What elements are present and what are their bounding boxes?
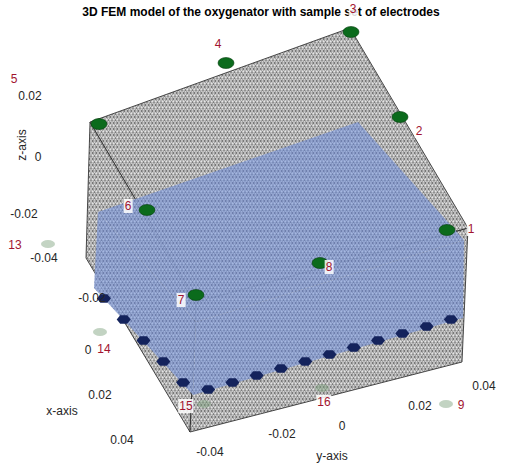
tick-label: 0.02: [18, 89, 41, 103]
electrodes: [91, 27, 455, 301]
fibre-end: [225, 378, 239, 386]
callout-number: 3: [349, 2, 358, 16]
fibre-end: [298, 357, 312, 365]
tick-label: -0.02: [268, 427, 295, 441]
callout-number: 1: [467, 222, 476, 236]
tick-label: -0.04: [30, 251, 57, 265]
tick-label: -0.02: [78, 291, 105, 305]
fibre-end: [420, 322, 434, 330]
callout-number: 2: [415, 124, 424, 138]
fibre-end: [250, 371, 264, 379]
chart-title: 3D FEM model of the oxygenator with samp…: [82, 5, 439, 19]
callout-number: 4: [214, 37, 223, 51]
tick-label: 0.02: [408, 399, 431, 413]
fibre-end: [201, 385, 215, 393]
callout-number: 9: [457, 398, 466, 412]
tick-label: 0: [339, 419, 346, 433]
callout-number: 8: [325, 260, 334, 274]
callout-number: 13: [7, 238, 22, 252]
tick-label: -0.02: [10, 207, 37, 221]
axis-title: x-axis: [46, 404, 77, 418]
tick-label: 0: [35, 150, 42, 164]
axis-title: z-axis: [15, 129, 29, 160]
callout-number: 7: [177, 293, 186, 307]
hidden-electrodes: [41, 240, 453, 408]
fibre-end: [117, 315, 131, 323]
fibre-end: [176, 378, 190, 386]
fibre-end: [371, 336, 385, 344]
fluid-left-band: [94, 212, 196, 395]
axis-title: y-axis: [316, 449, 347, 463]
tick-label: 0.02: [88, 388, 111, 402]
fibre-end: [274, 364, 288, 372]
fibre-end: [323, 350, 337, 358]
tick-label: -0.04: [196, 445, 223, 459]
fibre-end: [395, 329, 409, 337]
tick-label: 0.04: [472, 379, 495, 393]
callout-number: 14: [96, 342, 111, 356]
callout-number: 5: [10, 72, 19, 86]
callout-number: 16: [316, 395, 331, 409]
tick-label: 0: [85, 343, 92, 357]
callout-number: 15: [178, 399, 193, 413]
callout-number: 6: [124, 199, 133, 213]
fibre-end: [444, 315, 458, 323]
fibre-end: [137, 336, 151, 344]
tick-label: 0.04: [110, 433, 133, 447]
fibre-end: [156, 357, 170, 365]
fibre-end: [347, 343, 361, 351]
fluid-right-band: [193, 240, 464, 395]
